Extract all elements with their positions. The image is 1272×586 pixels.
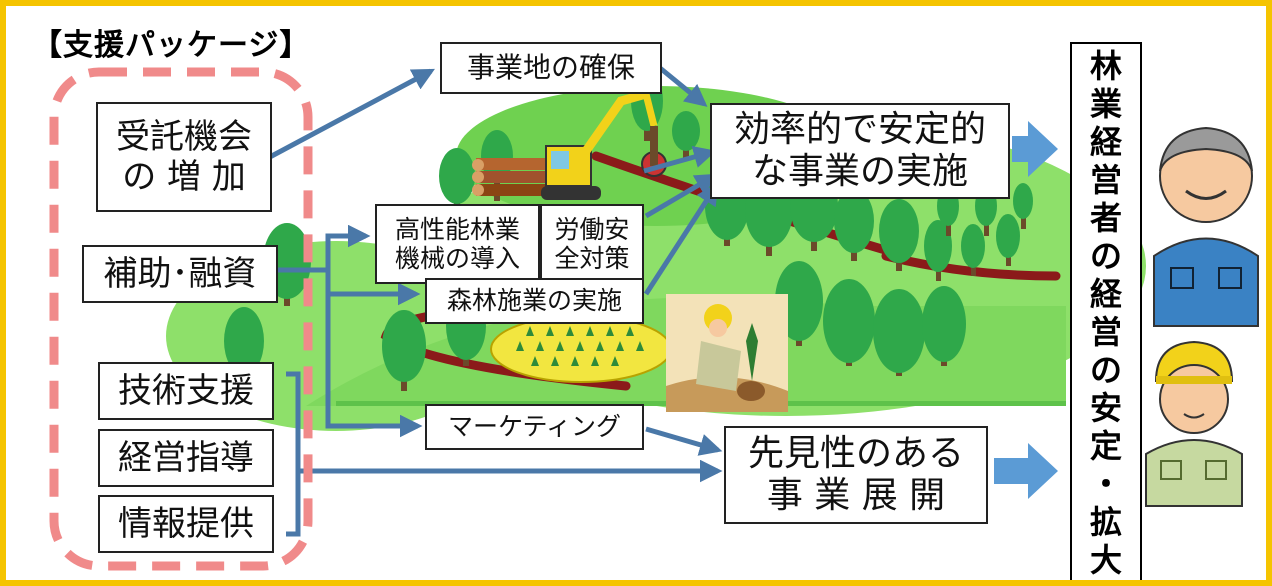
goal-char: 業: [1089, 85, 1122, 123]
goal-char: 拡: [1089, 503, 1122, 541]
support-item-tech: 技術支援: [98, 362, 274, 420]
goal-box: 林 業 経 営 者 の 経 営 の 安 定 ・ 拡 大: [1070, 42, 1142, 580]
outcome-forward-business: 先見性のある 事 業 展 開: [724, 426, 988, 524]
goal-char: 安: [1089, 389, 1122, 427]
planted-field: [490, 315, 672, 383]
planting-worker-icon: [666, 294, 788, 412]
outcome-stable-business: 効率的で安定的 な事業の実施: [710, 103, 1010, 199]
manager-older-icon: [1153, 126, 1259, 327]
support-item-contract: 受託機会 の 増 加: [96, 102, 272, 212]
support-item-subsidy: 補助･融資: [82, 245, 278, 303]
goal-char: の: [1089, 351, 1122, 389]
goal-char: 定: [1089, 427, 1122, 465]
goal-char: ・: [1089, 465, 1122, 503]
page-title: 【支援パッケージ】: [32, 28, 311, 63]
measure-safety: 労働安 全対策: [540, 204, 644, 284]
goal-char: 経: [1089, 275, 1122, 313]
measure-machinery: 高性能林業 機械の導入: [375, 204, 540, 284]
goal-char: 経: [1089, 123, 1122, 161]
goal-char: 営: [1089, 313, 1122, 351]
measure-marketing: マーケティング: [425, 404, 644, 450]
goal-char: の: [1089, 237, 1122, 275]
goal-char: 大: [1089, 541, 1122, 579]
goal-char: 営: [1089, 161, 1122, 199]
support-item-management: 経営指導: [98, 429, 274, 487]
support-item-info: 情報提供: [98, 495, 274, 553]
goal-char: 林: [1089, 47, 1122, 85]
flow-arrows: [266, 66, 723, 537]
goal-char: 者: [1089, 199, 1122, 237]
measure-forestry-work: 森林施業の実施: [425, 278, 644, 324]
big-arrows: [994, 121, 1058, 499]
support-group-box: [49, 67, 313, 571]
excavator-icon: [541, 89, 658, 200]
log-pile-icon: [472, 158, 556, 196]
manager-helmet-icon: [1145, 340, 1243, 507]
measure-site-secure: 事業地の確保: [440, 42, 662, 94]
